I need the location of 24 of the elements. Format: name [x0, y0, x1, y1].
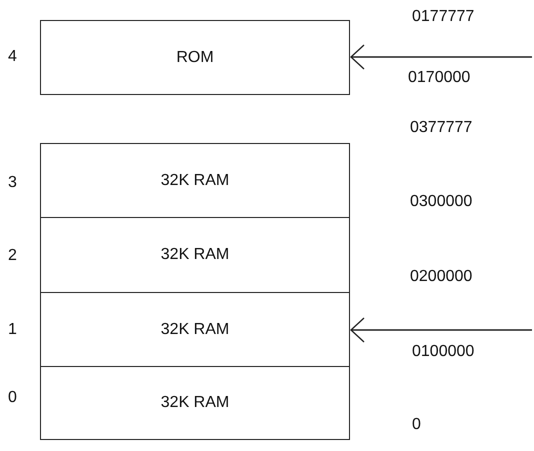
address-label: 0100000 [412, 343, 474, 361]
address-label: 0170000 [408, 69, 470, 87]
block-label: 32K RAM [160, 172, 230, 190]
memory-block [40, 143, 350, 218]
bank-number: 1 [8, 321, 17, 339]
address-label: 0200000 [410, 268, 472, 286]
address-label: 0177777 [412, 8, 474, 26]
bank-number: 4 [8, 48, 17, 66]
block-label: 32K RAM [160, 246, 230, 264]
memory-block [40, 293, 350, 367]
bank-number: 2 [8, 247, 17, 265]
memory-block [40, 367, 350, 440]
bank-number: 3 [8, 174, 17, 192]
block-label: 32K RAM [160, 320, 230, 338]
arrow [350, 317, 532, 343]
address-label: 0300000 [410, 193, 472, 211]
address-label: 0 [412, 416, 421, 434]
memory-block [40, 218, 350, 293]
block-label: 32K RAM [160, 394, 230, 412]
block-label: ROM [176, 48, 214, 66]
address-label: 0377777 [410, 119, 472, 137]
memory-block [40, 20, 350, 95]
arrow [350, 44, 532, 70]
bank-number: 0 [8, 389, 17, 407]
